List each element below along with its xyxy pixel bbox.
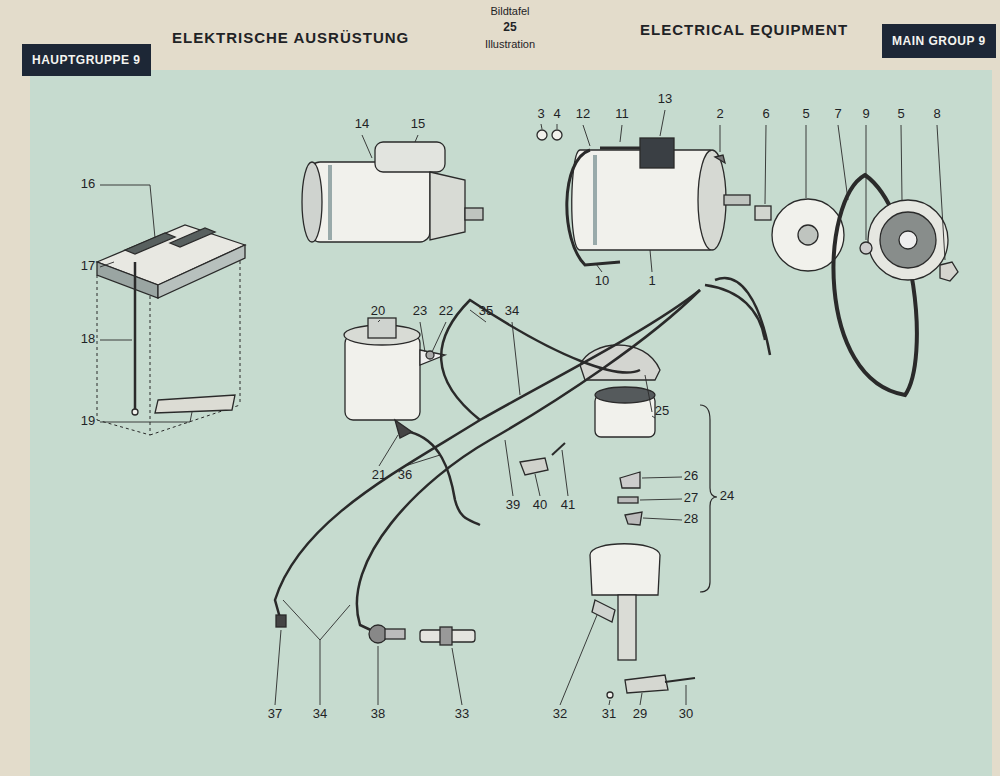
- header-text: ELECTRICAL EQUIPMENT: [640, 22, 848, 39]
- callout-number: 3: [537, 107, 544, 121]
- callout-number: 7: [834, 107, 841, 121]
- page-title: ELEKTRISCHE AUSRÜSTUNG: [172, 30, 409, 47]
- callout-number: 8: [933, 107, 940, 121]
- callout-number: 41: [561, 498, 575, 512]
- callout-number: 1: [648, 274, 655, 288]
- callout-number: 23: [413, 304, 427, 318]
- callout-number: 36: [398, 468, 412, 482]
- callout-number: 38: [371, 707, 385, 721]
- callout-number: 30: [679, 707, 693, 721]
- callout-number: 39: [506, 498, 520, 512]
- group-label: HAUPTGRUPPE 9: [32, 53, 141, 67]
- callout-number: 33: [455, 707, 469, 721]
- callout-number: 15: [411, 117, 425, 131]
- callout-number: 10: [595, 274, 609, 288]
- callout-number: 37: [268, 707, 282, 721]
- header-text: 25: [503, 21, 516, 34]
- callout-number: 5: [897, 107, 904, 121]
- header-text: Illustration: [485, 38, 535, 50]
- callout-number: 6: [762, 107, 769, 121]
- callout-number: 28: [684, 512, 698, 526]
- header-text: Bildtafel: [490, 5, 529, 17]
- callout-number: 32: [553, 707, 567, 721]
- callout-number: 20: [371, 304, 385, 318]
- callout-number: 34: [505, 304, 519, 318]
- callout-number: 25: [655, 404, 669, 418]
- callout-number: 35: [479, 304, 493, 318]
- callout-number: 27: [684, 491, 698, 505]
- callout-number: 18: [81, 332, 95, 346]
- callout-number: 12: [576, 107, 590, 121]
- group-band: MAIN GROUP 9: [882, 24, 996, 58]
- group-band: HAUPTGRUPPE 9: [22, 44, 151, 76]
- callout-number: 22: [439, 304, 453, 318]
- callout-number: 21: [372, 468, 386, 482]
- callout-number: 13: [658, 92, 672, 106]
- callout-number: 24: [720, 489, 734, 503]
- callout-number: 5: [802, 107, 809, 121]
- callout-number: 4: [553, 107, 560, 121]
- callout-number: 26: [684, 469, 698, 483]
- callout-number: 17: [81, 259, 95, 273]
- callout-number: 31: [602, 707, 616, 721]
- callout-number: 11: [615, 107, 629, 121]
- callout-number: 2: [716, 107, 723, 121]
- callout-number: 9: [862, 107, 869, 121]
- callout-number: 14: [355, 117, 369, 131]
- callout-number: 16: [81, 177, 95, 191]
- callout-number: 29: [633, 707, 647, 721]
- callout-number: 40: [533, 498, 547, 512]
- callout-number: 34: [313, 707, 327, 721]
- callout-number: 19: [81, 414, 95, 428]
- group-label: MAIN GROUP 9: [892, 34, 986, 48]
